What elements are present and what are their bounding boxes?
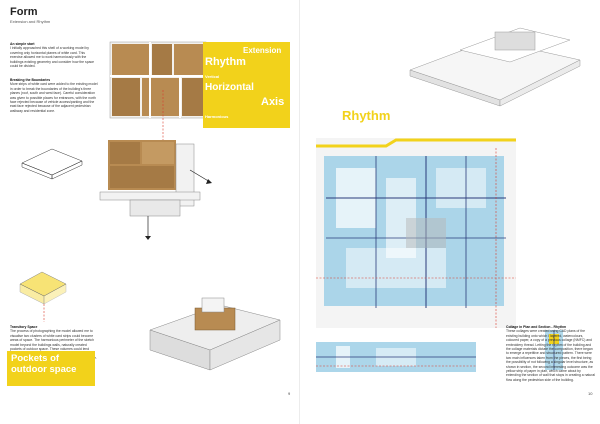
- collage-text-block: Collage in Plan and Section - Rhythm The…: [506, 325, 596, 382]
- keyword-axis: Axis: [261, 96, 285, 108]
- keyword-extension: Extension: [243, 46, 282, 55]
- rhythm-keyword-box: Extension Rhythm Vertical Horizontal Axi…: [203, 42, 290, 128]
- model-photo-perspective: [149, 297, 281, 371]
- isometric-sketch-plane: [21, 148, 83, 180]
- collage-section: [316, 342, 476, 372]
- boundaries-body: More strips of white card were added to …: [10, 82, 98, 113]
- intro-heading: An simple start: [10, 42, 35, 46]
- intro-text-block: An simple start I initially approached t…: [10, 42, 98, 68]
- rhythm-heading: Rhythm: [342, 108, 391, 123]
- right-page: Rhythm: [300, 0, 600, 424]
- left-page: Form Extension and Rhythm An simple star…: [7, 6, 291, 396]
- model-photo-plan: [109, 41, 207, 119]
- collage-body: These collages were created using CAD pl…: [506, 329, 595, 382]
- page-subtitle: Extension and Rhythm: [10, 19, 51, 24]
- page-number-right: 10: [588, 391, 593, 396]
- pockets-label-box: Pockets of outdoor space: [7, 351, 95, 386]
- model-photo-strips: [99, 140, 212, 240]
- model-photo-white: [409, 27, 581, 107]
- keyword-vertical: Vertical: [205, 74, 220, 79]
- intro-body: I initially approached this shell of a w…: [10, 46, 95, 69]
- collage-plan: [316, 138, 516, 328]
- collage-heading: Collage in Plan and Section - Rhythm: [506, 325, 567, 329]
- isometric-sketch-yellow: [19, 271, 67, 322]
- boundaries-text-block: Breaking the Boundaries More strips of w…: [10, 78, 98, 113]
- transitory-heading: Transitory Space: [10, 325, 38, 329]
- keyword-rhythm: Rhythm: [205, 56, 246, 68]
- keyword-harmonious: Harmonious: [205, 114, 229, 119]
- collage-section-vertical: [545, 330, 563, 370]
- keyword-horizontal: Horizontal: [205, 82, 254, 93]
- boundaries-heading: Breaking the Boundaries: [10, 78, 51, 82]
- page-title: Form: [10, 6, 38, 18]
- page-number-left: 9: [288, 391, 291, 396]
